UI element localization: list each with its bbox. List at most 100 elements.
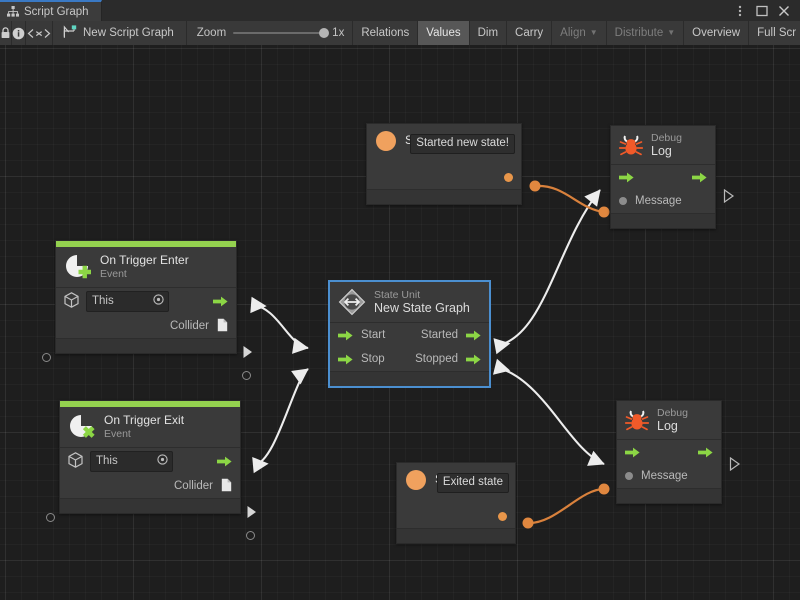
lock-icon[interactable] (0, 21, 12, 45)
node-on-trigger-enter[interactable]: On Trigger Enter Event This (42, 240, 252, 380)
bug-icon (625, 409, 649, 432)
node-subtitle: State Unit (374, 288, 421, 301)
graph-name-field[interactable]: New Script Graph (53, 21, 187, 45)
node-title: New State Graph (374, 300, 470, 315)
message-label: Message (635, 195, 682, 208)
node-footer (60, 499, 240, 513)
flow-output-port[interactable] (692, 172, 707, 183)
fullscreen-button[interactable]: Full Scr (749, 21, 800, 45)
collider-label: Collider (170, 320, 209, 332)
node-footer (330, 372, 489, 386)
flow-output-port[interactable] (698, 447, 713, 458)
code-icon[interactable] (26, 21, 53, 45)
flow-output-port-started[interactable] (466, 330, 481, 341)
collider-output-port[interactable] (242, 371, 251, 380)
flow-output-indicator-icon[interactable] (242, 345, 254, 364)
dim-button[interactable]: Dim (470, 21, 508, 45)
wire-endpoint-dot (598, 483, 610, 495)
distribute-button[interactable]: Distribute ▼ (607, 21, 685, 45)
node-footer (397, 529, 515, 543)
target-object-field[interactable]: This (86, 290, 169, 312)
node-header: On Trigger Exit Event (60, 407, 240, 448)
node-header: Debug Log (611, 126, 715, 166)
chevron-down-icon: ▼ (667, 28, 676, 37)
window-tab-bar: Script Graph (0, 0, 800, 22)
flow-input-port-start[interactable] (338, 330, 353, 341)
state-unit-diamond-icon (338, 288, 366, 316)
node-debug-log-top[interactable]: Debug Log Message (610, 125, 735, 230)
flow-output-port[interactable] (213, 296, 228, 307)
overview-button[interactable]: Overview (684, 21, 750, 45)
node-footer (367, 190, 521, 204)
script-graph-icon (63, 25, 77, 41)
zoom-label: Zoom (196, 27, 227, 39)
string-value-icon (405, 469, 427, 491)
node-title: On Trigger Enter (100, 253, 189, 268)
object-picker-icon[interactable] (157, 453, 168, 468)
string-value-input[interactable]: Exited state (436, 473, 509, 493)
node-subtitle: Event (104, 427, 131, 440)
flow-output-port-stopped[interactable] (466, 354, 481, 365)
graph-name-label: New Script Graph (83, 27, 174, 39)
flow-output-indicator-icon[interactable] (729, 456, 741, 476)
target-input-port[interactable] (42, 353, 51, 362)
node-footer (617, 489, 721, 504)
flow-input-port-stop[interactable] (338, 354, 353, 365)
node-on-trigger-exit[interactable]: On Trigger Exit Event This (46, 400, 256, 540)
string-value-input[interactable]: Started new state! (410, 134, 515, 154)
target-row: This (60, 448, 240, 474)
target-object-value: This (96, 454, 118, 467)
zoom-control[interactable]: Zoom 1x (187, 21, 354, 45)
node-title: On Trigger Exit (104, 413, 185, 428)
zoom-slider[interactable] (233, 28, 330, 38)
wire-endpoint-dot (522, 517, 534, 529)
flow-input-port[interactable] (619, 172, 634, 183)
event-accent-bar (56, 241, 236, 247)
relations-button[interactable]: Relations (353, 21, 419, 45)
port-label-stop: Stop (361, 353, 385, 365)
node-body: Start Started Stop Stopped (330, 323, 489, 372)
object-picker-icon[interactable] (153, 293, 164, 308)
node-body: Message (611, 165, 715, 215)
message-input-port[interactable] (619, 197, 627, 206)
message-input-port[interactable] (625, 472, 633, 481)
tab-script-graph[interactable]: Script Graph (0, 0, 102, 21)
node-state-unit[interactable]: State Unit New State Graph Start Started (329, 281, 490, 387)
flow-output-port[interactable] (217, 456, 232, 467)
node-body: Started new state! (367, 133, 521, 190)
collider-output-port[interactable] (246, 531, 255, 540)
message-row: Message (611, 189, 715, 213)
node-body: Message (617, 440, 721, 490)
target-input-port[interactable] (46, 513, 55, 522)
output-value-port[interactable] (498, 511, 507, 521)
window-controls (730, 0, 800, 21)
node-body: Exited state (397, 472, 515, 529)
dim-label: Dim (477, 27, 499, 39)
maximize-button[interactable] (752, 1, 772, 20)
align-button[interactable]: Align ▼ (552, 21, 607, 45)
target-object-field[interactable]: This (90, 450, 173, 472)
carry-button[interactable]: Carry (507, 21, 553, 45)
on-trigger-enter-icon (64, 253, 92, 281)
values-button[interactable]: Values (418, 21, 470, 45)
flow-output-indicator-icon[interactable] (246, 505, 258, 524)
close-button[interactable] (774, 1, 794, 20)
collider-document-icon[interactable] (221, 478, 232, 495)
fullscreen-label: Full Scr (757, 27, 797, 39)
node-debug-log-bottom[interactable]: Debug Log Message (616, 400, 741, 505)
flow-input-port[interactable] (625, 447, 640, 458)
node-body: This Collider (60, 448, 240, 499)
graph-toolbar: New Script Graph Zoom 1x Relations Value… (0, 21, 800, 46)
wire-state-started-to-debug-log-top (493, 189, 601, 355)
node-string-top[interactable]: String Started new state! (366, 123, 522, 205)
graph-canvas[interactable]: String Started new state! (0, 45, 800, 600)
more-options-button[interactable] (730, 1, 750, 20)
node-string-bottom[interactable]: String Exited state (396, 462, 516, 544)
output-value-port[interactable] (504, 172, 513, 182)
info-icon[interactable] (12, 21, 26, 45)
message-label: Message (641, 470, 688, 483)
collider-document-icon[interactable] (217, 318, 228, 335)
zoom-slider-handle[interactable] (319, 28, 330, 38)
overview-label: Overview (692, 27, 741, 39)
node-header: State Unit New State Graph (330, 282, 489, 323)
